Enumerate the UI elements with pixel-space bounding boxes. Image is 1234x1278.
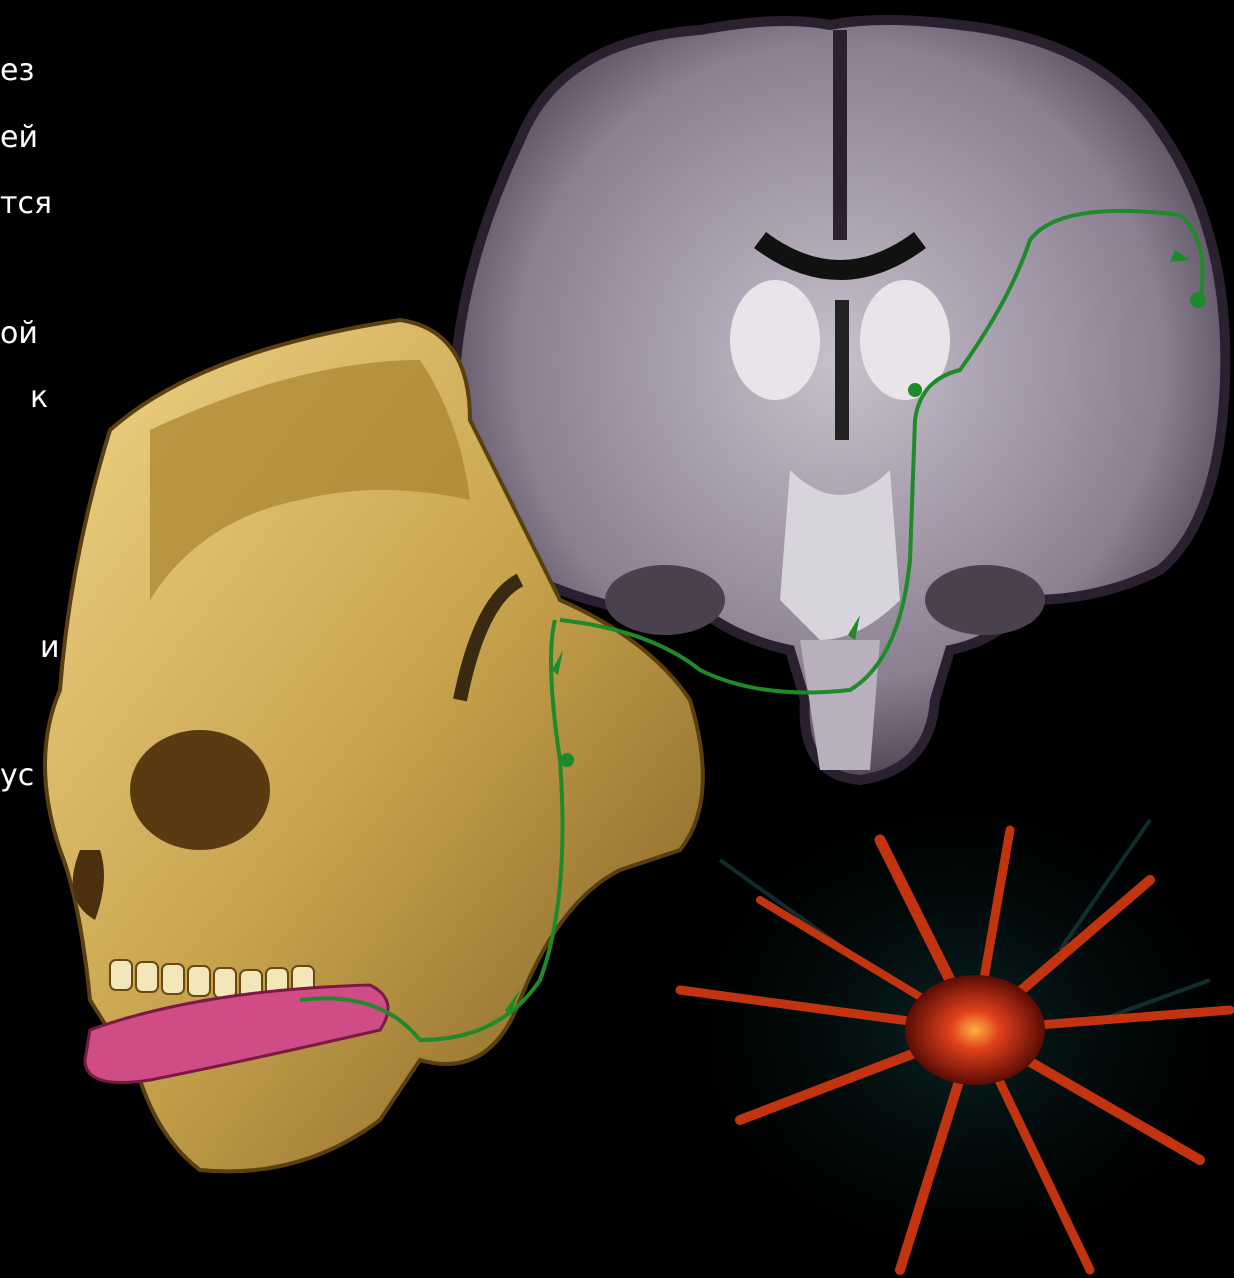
text-fragment: и	[40, 632, 60, 664]
text-fragment: ой	[0, 318, 38, 350]
text-fragment: ей	[0, 122, 38, 154]
text-fragment: тся	[0, 188, 52, 220]
text-fragment: к	[30, 382, 48, 414]
text-fragment: ус	[0, 760, 34, 792]
text-fragment: ез	[0, 55, 34, 87]
